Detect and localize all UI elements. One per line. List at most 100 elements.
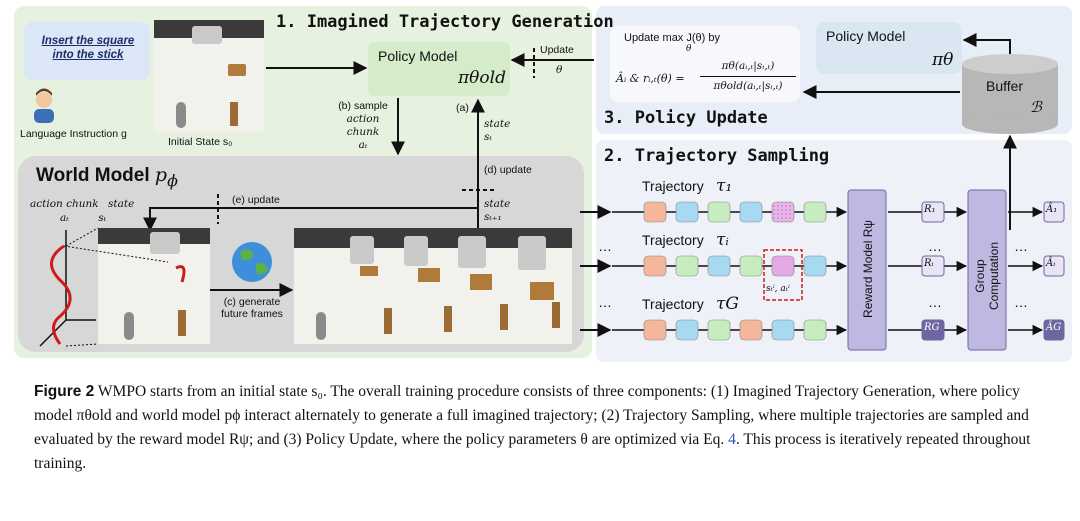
state-cell — [675, 201, 699, 223]
update-arrow-label: Update — [540, 44, 574, 56]
advantage-cell — [1043, 201, 1065, 223]
instruction-card — [24, 22, 150, 80]
trajectory-symbol: τᵢ — [716, 230, 729, 250]
state-left-label: state — [108, 198, 135, 210]
state-cell — [771, 319, 795, 341]
instruction-text: Insert the square into the stick — [41, 35, 135, 61]
state-cell — [643, 255, 667, 277]
reward-model-box — [847, 189, 887, 351]
ellipsis-dots: … — [928, 294, 942, 310]
update-max-line: Update max J(θ) by — [624, 32, 720, 44]
state-cell — [707, 255, 731, 277]
d-update-label: (d) update — [484, 164, 532, 176]
state-cell — [675, 255, 699, 277]
trajectory-sampling-panel — [596, 140, 1072, 362]
formula-left: Âᵢ & rᵢ,ₜ(θ) = — [616, 72, 685, 85]
policy-model-old-title: Policy Model — [378, 48, 458, 64]
ellipsis-dots: … — [598, 238, 612, 254]
highlight-box — [763, 249, 803, 301]
trajectory-label: Trajectory — [642, 232, 704, 248]
a-t-label: aₜ — [358, 139, 368, 151]
highlight-label: sₜⁱ, aₜⁱ — [766, 284, 790, 294]
advantage-value: ÂG — [1046, 322, 1062, 333]
globe-icon — [232, 242, 272, 282]
language-instruction-label: Language Instruction g — [20, 128, 127, 140]
section-title-policy-update: 3. Policy Update — [604, 108, 768, 128]
buffer-symbol: ℬ — [1030, 98, 1042, 116]
formula-numerator: πθ(aᵢ,ₜ|sᵢ,ₜ) — [721, 60, 775, 72]
reward-cell — [921, 255, 945, 277]
trajectory-symbol: τ₁ — [716, 176, 733, 196]
equation-ref-link[interactable]: 4 — [728, 431, 736, 448]
s-t1-label: sₜ₊₁ — [484, 211, 502, 223]
reward-value: Rᵢ — [924, 258, 934, 269]
s-t-label-top: sₜ — [484, 131, 492, 143]
state-cell — [803, 255, 827, 277]
trajectory-symbol: τG — [716, 294, 739, 314]
figure-caption: Figure 2 WMPO starts from an initial sta… — [34, 380, 1054, 476]
state-cell — [803, 319, 827, 341]
policy-model-box — [816, 22, 962, 74]
action-chunk-label: action chunk — [346, 113, 380, 138]
wmpo-diagram — [14, 6, 1072, 362]
group-computation-box — [967, 189, 1007, 351]
state-cell — [675, 319, 699, 341]
state-cell — [771, 255, 795, 277]
c-generate-label: (c) generate — [223, 296, 281, 308]
action-chunk-left-label: action chunk — [30, 198, 99, 210]
section-title-imagined: 1. Imagined Trajectory Generation — [276, 12, 614, 32]
advantage-value: Âᵢ — [1046, 258, 1056, 269]
ellipsis-dots: … — [598, 294, 612, 310]
future-frames-image — [294, 228, 572, 344]
caption-text: WMPO starts from an initial state s₀. Th… — [34, 383, 1029, 448]
action-axes — [39, 227, 186, 347]
policy-model-symbol: πθ — [932, 50, 954, 70]
ellipsis-dots: … — [1014, 294, 1028, 310]
state-cell — [739, 319, 763, 341]
trajectory-label: Trajectory — [642, 178, 704, 194]
a-step-label: (a) — [456, 102, 469, 114]
reward-cell — [921, 201, 945, 223]
advantage-cell — [1043, 319, 1065, 341]
state-label-next: state — [484, 198, 511, 210]
state-cell — [707, 201, 731, 223]
group-computation-label: Group Computation — [973, 241, 1001, 311]
reward-value: R₁ — [924, 204, 936, 215]
state-cell — [739, 201, 763, 223]
initial-state-image — [154, 20, 264, 132]
s-t-left-label: sₜ — [98, 212, 107, 224]
policy-model-title: Policy Model — [826, 28, 906, 44]
ellipsis-dots: … — [928, 238, 942, 254]
advantage-value: Â₁ — [1046, 204, 1058, 215]
buffer-label: Buffer — [986, 78, 1024, 94]
reward-value: RG — [924, 322, 940, 333]
trajectory-label: Trajectory — [642, 296, 704, 312]
fraction-bar — [700, 76, 796, 77]
state-cell — [739, 255, 763, 277]
policy-model-old-symbol: πθold — [458, 68, 506, 88]
state-cell — [771, 201, 795, 223]
e-update-label: (e) update — [232, 194, 280, 206]
update-theta-label: θ — [556, 64, 563, 76]
formula-denominator: πθold(aᵢ,ₜ|sᵢ,ₜ) — [713, 80, 783, 92]
b-sample-label: (b) sample — [338, 100, 388, 112]
a-t-left-label: aₜ — [60, 212, 69, 224]
update-formula-box — [610, 26, 800, 102]
section-title-trajectory-sampling: 2. Trajectory Sampling — [604, 146, 830, 166]
buffer-cylinder — [962, 54, 1058, 134]
state-cell — [643, 319, 667, 341]
reward-model-label: Reward Model Rψ — [861, 220, 875, 318]
future-frames-label: future frames — [221, 308, 283, 320]
world-model-symbol: pϕ — [154, 164, 178, 190]
person-icon — [34, 88, 54, 123]
advantage-cell — [1043, 255, 1065, 277]
figure-number: Figure 2 — [34, 383, 95, 400]
initial-state-label: Initial State s₀ — [168, 136, 233, 148]
reward-cell — [921, 319, 945, 341]
caption-tail: . This process is iteratively repeated t… — [34, 431, 1031, 472]
world-model-title: World Model — [36, 165, 150, 186]
state-label-top: state — [484, 118, 511, 130]
update-max-sub: θ — [686, 44, 692, 54]
policy-model-old-box — [368, 42, 510, 96]
current-frame-image — [98, 228, 210, 344]
